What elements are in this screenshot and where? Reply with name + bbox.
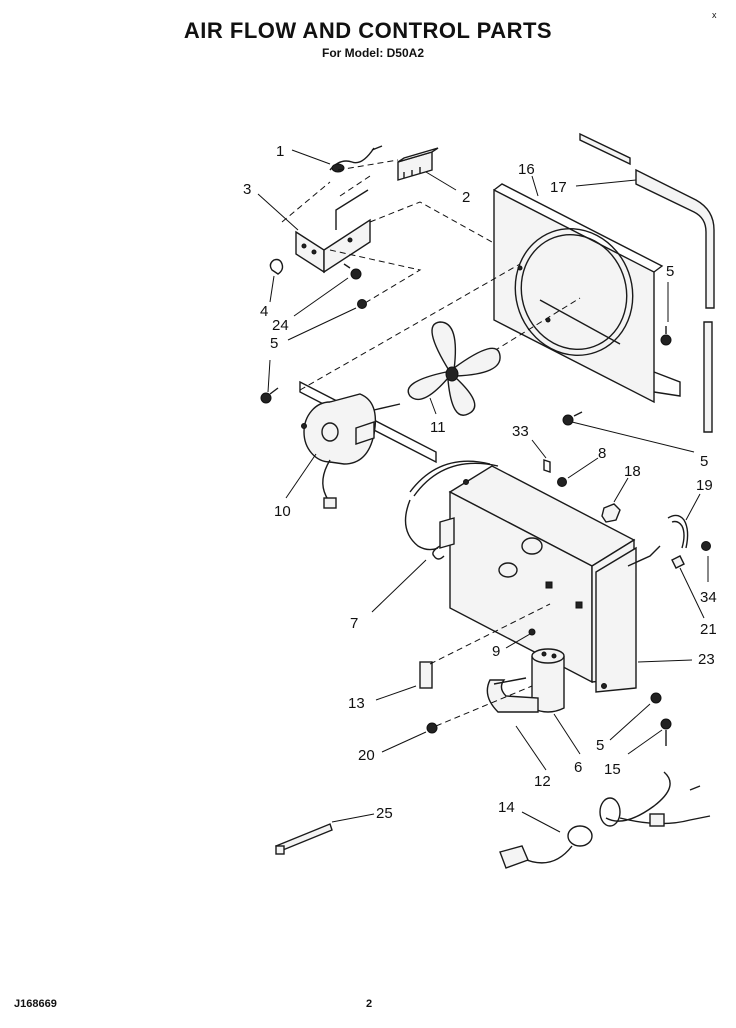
callout-2: 2 (462, 189, 470, 206)
wire-tie-part-25 (275, 823, 333, 855)
callout-23: 23 (698, 651, 715, 668)
seal-strip-part-17 (579, 132, 715, 433)
callout-8: 8 (598, 445, 606, 462)
resistor-part-13 (419, 661, 433, 689)
callout-10: 10 (274, 503, 291, 520)
thermostat-part-7 (404, 499, 455, 560)
leader-lines (257, 149, 709, 833)
screw-part-34 (701, 541, 711, 551)
callout-labels: 1 2 3 4 24 5 16 17 5 11 5 10 33 8 18 19 … (243, 143, 717, 822)
screw-part-5-a (357, 299, 367, 309)
callout-9: 9 (492, 643, 500, 660)
callout-13: 13 (348, 695, 365, 712)
page-title: AIR FLOW AND CONTROL PARTS (183, 18, 553, 43)
callout-3: 3 (243, 181, 251, 198)
callout-6: 6 (574, 759, 582, 776)
clip-part-4 (269, 258, 284, 275)
screw-part-5-b (260, 387, 279, 404)
spacer-part-33 (543, 459, 551, 473)
callout-21: 21 (700, 621, 717, 638)
screw-part-5-d (562, 411, 583, 426)
orifice-panel-part-16 (493, 183, 681, 404)
callout-5-d: 5 (596, 737, 604, 754)
model-subtitle: For Model: D50A2 (321, 46, 424, 60)
relay-part-2 (397, 147, 439, 181)
screw-part-5-e (650, 692, 662, 704)
screw-part-5-c (660, 326, 672, 346)
callout-16: 16 (518, 161, 535, 178)
control-panel-part-23 (409, 460, 637, 693)
callout-5-b: 5 (666, 263, 674, 280)
screw-part-20 (426, 722, 438, 734)
document-number: J168669 (14, 998, 57, 1010)
callout-1: 1 (276, 143, 284, 160)
callout-24: 24 (272, 317, 289, 334)
callout-11: 11 (430, 419, 446, 436)
callout-25: 25 (376, 805, 393, 822)
capacitor-part-6 (531, 648, 565, 713)
terminal-part-21 (627, 545, 685, 569)
callout-15: 15 (604, 761, 621, 778)
callout-5-c: 5 (700, 453, 708, 470)
wire-terminal-part-1 (329, 145, 383, 173)
corner-mark: x (712, 10, 717, 20)
callout-19: 19 (696, 477, 713, 494)
ground-screw-part-15 (660, 718, 672, 746)
callout-12: 12 (534, 773, 551, 790)
page-number: 2 (366, 998, 373, 1010)
fan-motor-part-10 (299, 380, 437, 509)
callout-17: 17 (550, 179, 567, 196)
callout-4: 4 (260, 303, 268, 320)
callout-33: 33 (512, 423, 529, 440)
callout-20: 20 (358, 747, 375, 764)
screw-part-8 (557, 477, 567, 487)
callout-18: 18 (624, 463, 641, 480)
nut-part-18 (601, 503, 621, 523)
screw-part-24 (343, 263, 362, 280)
power-cord-part-14 (499, 771, 711, 869)
grommet-part-19 (667, 514, 689, 549)
control-bracket-part-3 (295, 189, 371, 274)
callout-7: 7 (350, 615, 358, 632)
callout-5-a: 5 (270, 335, 278, 352)
fan-blade-part-11 (407, 321, 501, 416)
capacitor-strap-part-12 (486, 677, 539, 713)
callout-34: 34 (700, 589, 717, 606)
screw-part-9 (528, 628, 536, 636)
callout-14: 14 (498, 799, 515, 816)
